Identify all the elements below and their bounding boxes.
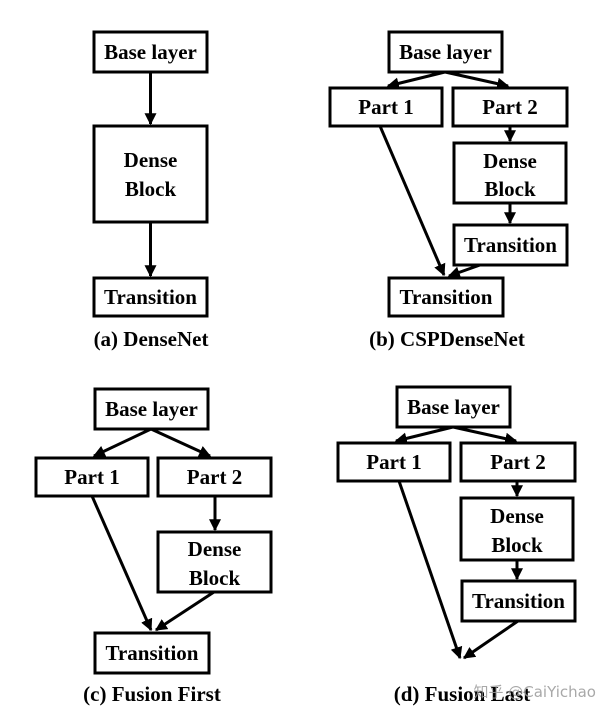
- panel-b-part2-label: Part 2: [482, 95, 537, 119]
- panel-b-part1-label: Part 1: [358, 95, 413, 119]
- panel-d-transition-label: Transition: [472, 589, 565, 613]
- panel-a-dense-box: Dense Block: [92, 124, 209, 224]
- panel-b-part1-box: Part 1: [328, 86, 444, 128]
- panel-c-base-box: Base layer: [93, 387, 210, 431]
- panel-a-base-label: Base layer: [104, 40, 197, 64]
- panel-c-dense-label-line1: Dense: [188, 537, 242, 561]
- panel-c-dense-box: Dense Block: [156, 530, 273, 594]
- panel-c-transition-box: Transition: [93, 631, 211, 675]
- panel-d-caption: (d) Fusion Last: [394, 682, 531, 706]
- arrow-d-transition-to-merge: [463, 619, 519, 660]
- panel-d-part1-box: Part 1: [336, 441, 452, 483]
- panel-a-densenet: Base layer Dense Block Transition (a) De…: [92, 30, 209, 351]
- arrow-b-base-to-part1: [386, 70, 446, 90]
- panel-d-base-box: Base layer: [395, 385, 512, 429]
- panel-c-part2-label: Part 2: [187, 465, 242, 489]
- panel-c-part1-label: Part 1: [64, 465, 119, 489]
- panel-d-part1-label: Part 1: [366, 450, 421, 474]
- panel-b-transition-label: Transition: [400, 285, 493, 309]
- panel-a-transition-label: Transition: [104, 285, 197, 309]
- arrow-b-base-to-part2: [444, 70, 510, 90]
- arrow-d-base-to-part1: [394, 425, 454, 445]
- panel-b-cspdensenet: Base layer Part 1 Part 2 Dense Block Tra…: [328, 30, 569, 351]
- panel-b-transition-inner-box: Transition: [452, 223, 569, 267]
- panel-a-caption: (a) DenseNet: [94, 327, 209, 351]
- panel-d-dense-label-line2: Block: [491, 533, 543, 557]
- panel-b-caption: (b) CSPDenseNet: [369, 327, 525, 351]
- arrow-c-base-to-part1: [92, 427, 152, 458]
- panel-c-part2-box: Part 2: [156, 456, 273, 498]
- panel-b-dense-box: Dense Block: [452, 141, 568, 205]
- panel-b-base-label: Base layer: [399, 40, 492, 64]
- panel-d-dense-box: Dense Block: [459, 496, 575, 562]
- arrow-c-dense-to-transition: [154, 590, 215, 632]
- panel-a-dense-label-line2: Block: [125, 177, 177, 201]
- panel-d-base-label: Base layer: [407, 395, 500, 419]
- panel-d-part2-box: Part 2: [459, 441, 577, 483]
- panel-a-transition-box: Transition: [92, 276, 209, 318]
- panel-c-fusion-first: Base layer Part 1 Part 2 Dense Block Tra…: [34, 387, 273, 706]
- panel-d-transition-box: Transition: [460, 579, 577, 623]
- panel-b-dense-label-line1: Dense: [483, 149, 537, 173]
- watermark-text: 知乎 @CaiYichao: [473, 683, 596, 701]
- panel-a-dense-label-line1: Dense: [124, 148, 178, 172]
- panel-b-transition-inner-label: Transition: [464, 233, 557, 257]
- arrow-d-base-to-part2: [452, 425, 518, 445]
- panel-b-base-box: Base layer: [387, 30, 504, 74]
- arrow-c-part1-to-transition: [90, 495, 153, 632]
- panel-d-dense-label-line1: Dense: [490, 504, 544, 528]
- panel-d-part2-label: Part 2: [490, 450, 545, 474]
- panel-d-fusion-last: Base layer Part 1 Part 2 Dense Block Tra…: [336, 385, 577, 706]
- panel-c-base-label: Base layer: [105, 397, 198, 421]
- panel-c-caption: (c) Fusion First: [83, 682, 221, 706]
- panel-a-base-box: Base layer: [92, 30, 209, 74]
- arrow-d-part1-to-merge: [397, 480, 463, 660]
- panel-b-transition-box: Transition: [387, 276, 505, 318]
- panel-b-part2-box: Part 2: [451, 86, 569, 128]
- panel-b-dense-label-line2: Block: [484, 177, 536, 201]
- arrow-c-base-to-part2: [150, 427, 212, 458]
- panel-c-dense-label-line2: Block: [189, 566, 241, 590]
- arrow-b-transition-inner-to-transition: [447, 263, 481, 279]
- panel-c-part1-box: Part 1: [34, 456, 150, 498]
- panel-c-transition-label: Transition: [106, 641, 199, 665]
- arrow-b-part1-to-transition: [378, 125, 446, 277]
